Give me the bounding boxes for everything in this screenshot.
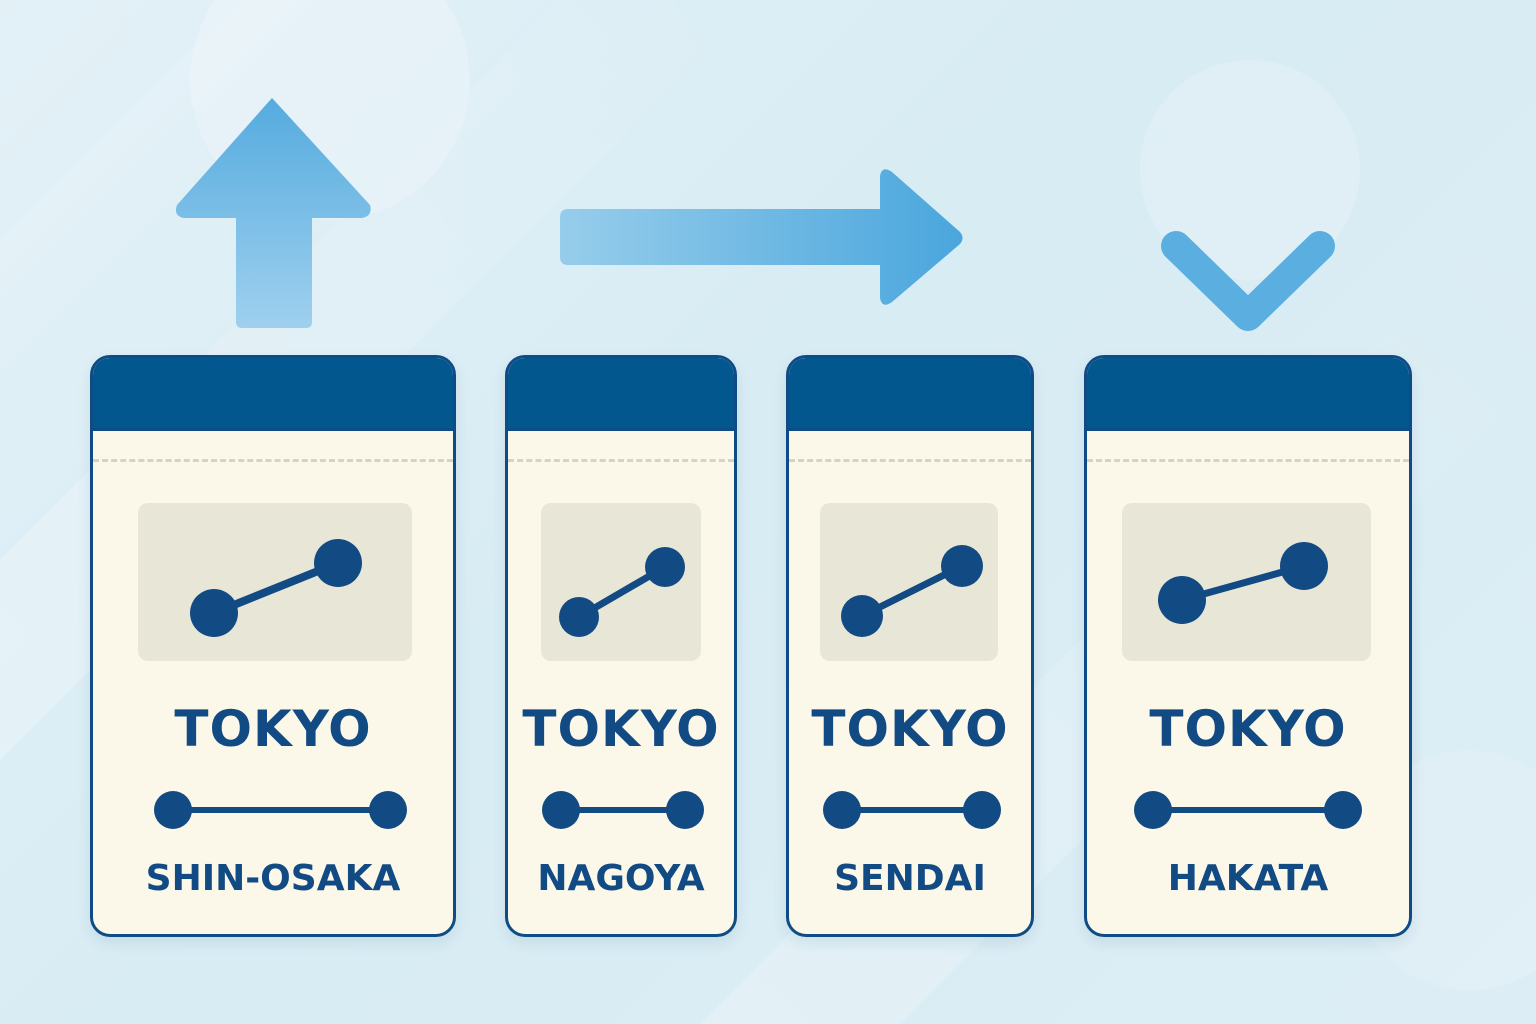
route-panel — [541, 503, 701, 661]
ticket-header — [508, 358, 734, 431]
ticket-perforation — [508, 459, 734, 462]
route-panel — [138, 503, 412, 661]
ticket-header — [93, 358, 453, 431]
track-line-icon — [823, 791, 1001, 829]
track-line — [508, 790, 734, 830]
route-panel — [1122, 503, 1371, 661]
track-line — [1087, 790, 1409, 830]
ticket-destination: SHIN-OSAKA — [145, 858, 401, 899]
track-line-icon — [154, 791, 407, 829]
ticket-shin-osaka[interactable]: TOKYO SHIN-OSAKA — [90, 355, 456, 937]
ticket-header — [1087, 358, 1409, 431]
ticket-destination: HAKATA — [1167, 858, 1329, 899]
ticket-destination: NAGOYA — [537, 858, 705, 899]
ticket-origin: TOKYO — [811, 700, 1009, 758]
ticket-header — [789, 358, 1031, 431]
ticket-sendai[interactable]: TOKYO SENDAI — [786, 355, 1034, 937]
track-line-icon — [542, 791, 704, 829]
ticket-origin: TOKYO — [522, 700, 720, 758]
track-line-icon — [1134, 791, 1362, 829]
route-panel — [820, 503, 998, 661]
track-line — [93, 790, 453, 830]
ticket-perforation — [1087, 459, 1409, 462]
ticket-nagoya[interactable]: TOKYO NAGOYA — [505, 355, 737, 937]
track-line — [789, 790, 1031, 830]
ticket-origin: TOKYO — [1149, 700, 1347, 758]
ticket-origin: TOKYO — [174, 700, 372, 758]
ticket-hakata[interactable]: TOKYO HAKATA — [1084, 355, 1412, 937]
route-icon — [559, 547, 685, 637]
route-icon — [190, 539, 362, 637]
ticket-destination: SENDAI — [834, 858, 986, 899]
route-icon — [841, 545, 983, 637]
ticket-perforation — [93, 459, 453, 462]
ticket-perforation — [789, 459, 1031, 462]
route-icon — [1158, 542, 1328, 624]
